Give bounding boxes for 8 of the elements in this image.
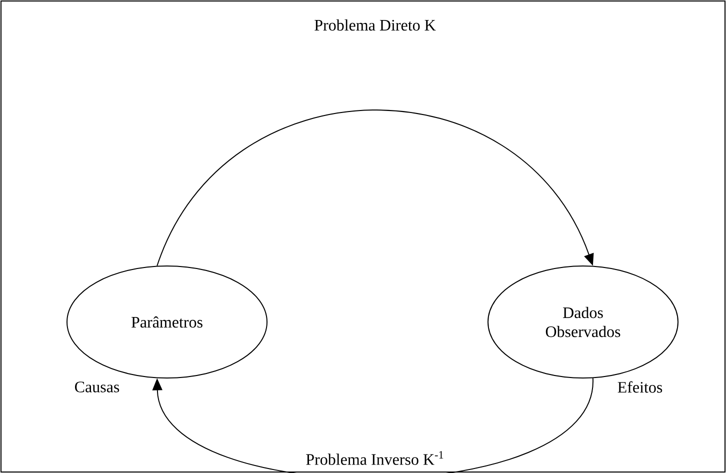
- curved-arrow: [152, 378, 594, 473]
- curved-arrow: [156, 110, 594, 266]
- side-label: Causas: [75, 382, 120, 392]
- ellipse-node: Dados Observados: [488, 266, 678, 378]
- edge-label: Problema Direto K: [312, 17, 438, 33]
- edge-label: Problema Inverso K$^{-1}$: [304, 449, 446, 467]
- ellipse-node: Parâmetros: [66, 266, 268, 378]
- side-label: Efeitos: [618, 381, 662, 393]
